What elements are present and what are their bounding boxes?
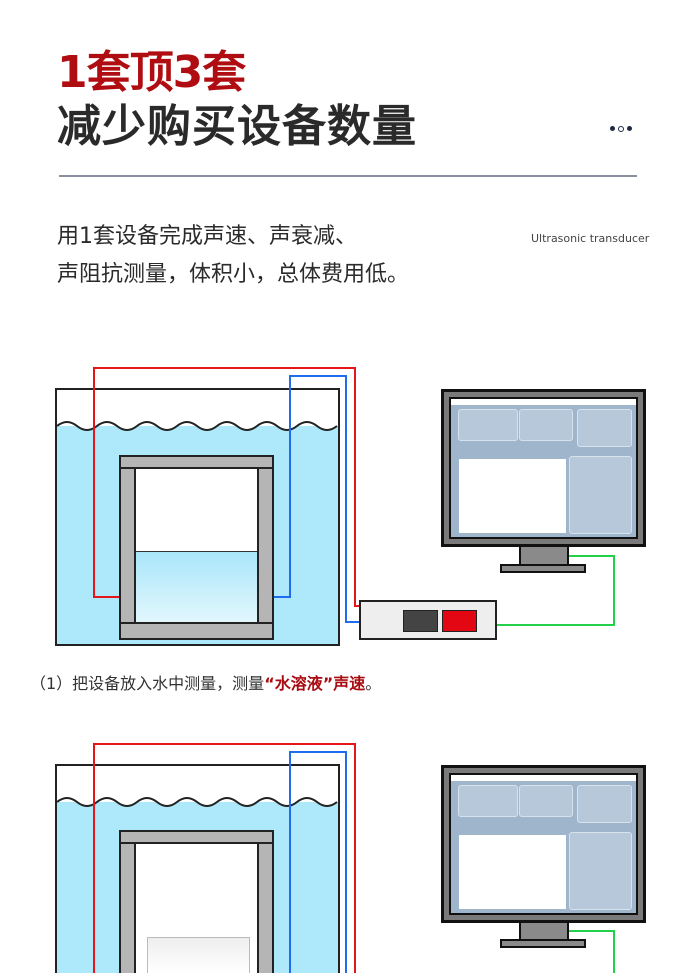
monitor — [441, 765, 646, 923]
monitor-neck — [519, 921, 569, 941]
wave-surface — [57, 390, 337, 430]
software-screen — [449, 397, 638, 539]
window-titlebar — [451, 399, 636, 405]
panel — [577, 409, 632, 447]
pagination-dots — [610, 126, 632, 132]
description: 用1套设备完成声速、声衰减、 声阻抗测量，体积小，总体费用低。 — [57, 218, 409, 294]
blue-wire — [274, 375, 361, 623]
monitor-base — [500, 939, 586, 948]
wave-line — [56, 421, 338, 431]
window-titlebar — [451, 775, 636, 781]
panel — [569, 832, 632, 910]
monitor — [441, 389, 646, 547]
panel — [519, 785, 573, 817]
monitor-base — [500, 564, 586, 573]
description-line-1: 用1套设备完成声速、声衰减、 — [57, 224, 357, 249]
caption-1: （1）把设备放入水中测量，测量“水溶液”声速。 — [30, 670, 381, 694]
sample-cell — [135, 843, 258, 973]
dot — [618, 126, 624, 132]
device-port-black — [403, 610, 438, 632]
sample-liquid — [135, 551, 258, 622]
device-port-red — [442, 610, 477, 632]
wave-line — [56, 797, 338, 807]
panel — [577, 785, 632, 823]
dot — [627, 126, 632, 131]
red-wire — [93, 743, 356, 973]
frame-bottom — [119, 622, 274, 640]
caption-highlight: “水溶液”声速 — [264, 674, 366, 693]
blue-wire — [289, 751, 347, 973]
dot — [610, 126, 615, 131]
red-wire — [93, 367, 361, 607]
frame-top — [119, 830, 274, 844]
green-wire — [497, 555, 615, 626]
caption-suffix: 。 — [365, 674, 382, 693]
frame-right — [257, 842, 274, 973]
panel — [458, 409, 518, 441]
chart-area — [459, 835, 566, 909]
sample-cell — [135, 468, 258, 622]
chart-area — [459, 459, 566, 533]
divider — [59, 175, 637, 177]
solid-sample — [147, 937, 250, 973]
frame-top — [119, 455, 274, 469]
green-wire — [569, 930, 615, 973]
headline-black: 减少购买设备数量 — [57, 101, 417, 152]
product-label: Ultrasonic transducer — [531, 232, 650, 245]
panel — [569, 456, 632, 534]
caption-text: （1）把设备放入水中测量，测量 — [30, 674, 265, 693]
description-line-2: 声阻抗测量，体积小，总体费用低。 — [57, 262, 410, 287]
frame-left — [119, 842, 136, 973]
wave-surface — [57, 766, 337, 806]
software-screen — [449, 773, 638, 915]
ultrasonic-device — [359, 600, 497, 640]
panel — [519, 409, 573, 441]
panel — [458, 785, 518, 817]
headline-red: 1套顶3套 — [57, 47, 246, 98]
